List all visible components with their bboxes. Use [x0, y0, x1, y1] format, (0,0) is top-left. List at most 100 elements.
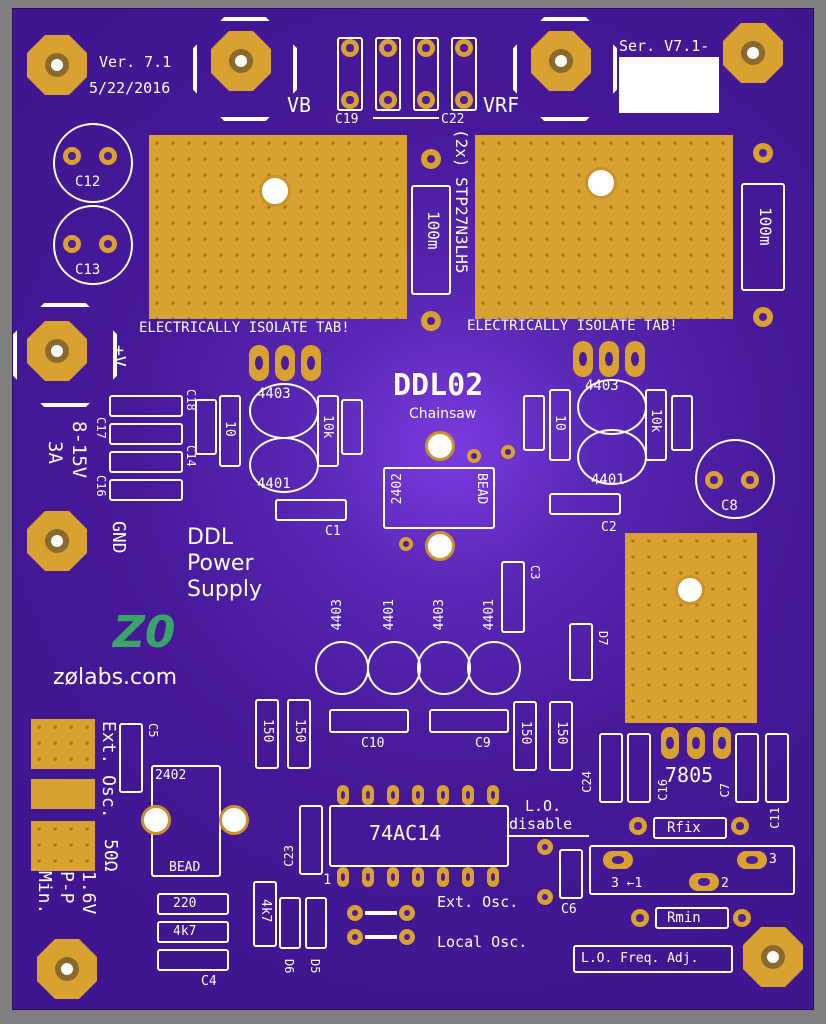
diode-d5: [305, 897, 327, 949]
zolabs-logo-icon: Z0: [111, 607, 176, 657]
c3-label: C3: [528, 565, 542, 580]
transformer-hole-right: [219, 805, 249, 835]
transformer-hole-left: [141, 805, 171, 835]
c18-label: C18: [184, 389, 198, 411]
ext-osc-vertical-label: Ext. Osc.: [98, 721, 119, 819]
cap-c10: [329, 709, 409, 733]
c19-label: C19: [335, 112, 359, 127]
r150a-label: 150: [260, 719, 275, 743]
r10ka-label: 10k: [320, 415, 335, 439]
resistor-150-b: 150: [287, 699, 311, 769]
cap-c22-b: [451, 37, 477, 111]
cap-c13-outline: [53, 205, 133, 285]
trimpot-lo-freq: [589, 845, 795, 895]
website-label: zølabs.com: [53, 665, 178, 690]
ic-pin: [337, 785, 349, 805]
r150b-label: 150: [292, 719, 307, 743]
pad: [737, 851, 767, 869]
resistor-4k7-vertical: 4k7: [253, 881, 277, 947]
c13-label: C13: [75, 262, 101, 278]
osc-spec-impedance: 50Ω: [100, 839, 121, 872]
lo-disable-jumper: [537, 889, 553, 905]
mounting-hole-bottom-left: [37, 939, 97, 999]
cap-c6: [559, 849, 583, 899]
vb-terminal-outline: [193, 17, 297, 121]
mosfet-hole-left: [259, 175, 291, 207]
cap-c16-bottom: [627, 733, 651, 803]
q7-label: 4403: [432, 599, 447, 631]
ic-pin: [487, 867, 499, 887]
c17-label: C17: [94, 417, 108, 439]
pad: [417, 91, 435, 109]
diode-d7: [569, 623, 593, 681]
ic-74ac14: [329, 805, 509, 867]
vrf-label: VRF: [483, 93, 520, 117]
resistor-220: [157, 893, 229, 915]
pad: [731, 817, 749, 835]
c16a-label: C16: [94, 475, 108, 497]
r10a-label: 10: [222, 421, 237, 437]
transistor-osc-c: [417, 641, 471, 695]
pad: [249, 345, 269, 381]
lo-disable-line2: disable: [509, 815, 573, 833]
pad: [421, 311, 441, 331]
ic-pin: [487, 785, 499, 805]
resistor-10k-left: 10k: [317, 395, 339, 467]
r10kb-label: 10k: [648, 409, 663, 433]
ext-osc-pad-bottom: [31, 821, 95, 871]
lo-freq-adj-box: [573, 945, 733, 973]
osc-spec-min: Min.: [34, 871, 55, 915]
ic-pin: [337, 867, 349, 887]
mosfet-tab-right: [475, 135, 733, 319]
transistor-4403-right: [577, 379, 647, 435]
pcb-board: Ver. 7.1 5/22/2016 Ser. V7.1- VB VRF C19…: [12, 8, 814, 1010]
cap-c23: [299, 805, 323, 875]
mounting-hole-plus-v: [27, 321, 87, 381]
pad: [713, 727, 731, 759]
transistor-osc-b: [367, 641, 421, 695]
c4-label: C4: [201, 974, 217, 989]
c9-label: C9: [475, 736, 491, 751]
mosfet-tab-left: [149, 135, 407, 319]
ic-pin: [362, 785, 374, 805]
pad: [275, 345, 295, 381]
q6-label: 4401: [382, 599, 397, 631]
r150c-label: 150: [518, 721, 533, 745]
resistor-150-d: 150: [549, 701, 573, 771]
silk-line: [373, 117, 439, 119]
local-osc-label: Local Osc.: [437, 933, 528, 951]
rmin-label: Rmin: [667, 910, 701, 926]
c12-label: C12: [75, 174, 101, 190]
c10-label: C10: [361, 736, 385, 751]
cap-c9: [429, 709, 509, 733]
mounting-hole-bottom-right: [743, 927, 803, 987]
pad: [733, 909, 751, 927]
center-hole-bottom: [425, 531, 455, 561]
cap-c4: [157, 949, 229, 971]
pad: [421, 149, 441, 169]
ic-pin1-label: 1: [323, 872, 332, 888]
pad: [629, 817, 647, 835]
pad: [417, 39, 435, 57]
cap-c2: [549, 493, 621, 515]
pad: [753, 143, 773, 163]
q5-label: 4403: [330, 599, 345, 631]
pad: [689, 873, 719, 891]
cap-c19-a: [337, 37, 363, 111]
pad: [625, 341, 645, 377]
r-100m-a-label: 100m: [424, 211, 443, 250]
cap-c19-b: [375, 37, 401, 111]
d5-label: D5: [308, 959, 322, 974]
pad: [467, 449, 481, 463]
cap-c5: [119, 723, 143, 793]
diode-right-b: [671, 395, 693, 451]
r150d-label: 150: [554, 721, 569, 745]
input-voltage-label: 8-15V: [68, 421, 90, 479]
mounting-hole-vb: [211, 31, 271, 91]
c22-label: C22: [441, 112, 465, 127]
serial-blank-box: [619, 57, 719, 113]
ic-pin: [462, 785, 474, 805]
resistor-rfix: [653, 817, 727, 839]
resistor-100m-b: 100m: [741, 183, 785, 291]
mounting-hole-vrf: [531, 31, 591, 91]
